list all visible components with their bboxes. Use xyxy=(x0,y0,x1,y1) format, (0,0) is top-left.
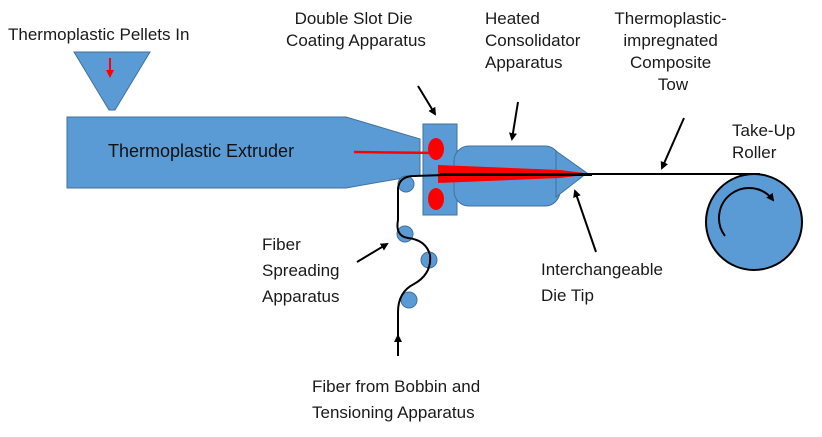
composite-tow-arrow xyxy=(660,117,685,170)
label-die-tip: Interchangeable Die Tip xyxy=(541,260,668,305)
fiber-roller xyxy=(400,291,418,309)
fiber-spreading-arrow xyxy=(356,242,389,263)
die-coating-arrow xyxy=(417,85,437,116)
label-composite-tow: Thermoplastic- impregnated Composite Tow xyxy=(614,9,731,94)
rotation-arrow-icon xyxy=(718,187,775,237)
label-extruder: Thermoplastic Extruder xyxy=(108,141,294,161)
melt-flow-line xyxy=(353,150,441,155)
melt-upper-slot xyxy=(428,138,444,160)
fiber-path xyxy=(396,174,592,355)
melt-lower-slot xyxy=(428,188,444,210)
label-pellets-in: Thermoplastic Pellets In xyxy=(8,25,189,44)
label-die-coating: Double Slot Die Coating Apparatus xyxy=(286,9,426,50)
die-tip-arrow xyxy=(573,189,597,253)
label-fiber-source: Fiber from Bobbin and Tensioning Apparat… xyxy=(312,377,485,422)
hopper xyxy=(73,51,151,111)
label-take-up: Take-Up Roller xyxy=(732,121,800,162)
label-fiber-spreading: Fiber Spreading Apparatus xyxy=(262,235,344,306)
take-up-roller xyxy=(705,173,803,271)
consolidator-arrow xyxy=(509,101,519,141)
label-consolidator: Heated Consolidator Apparatus xyxy=(485,9,585,72)
